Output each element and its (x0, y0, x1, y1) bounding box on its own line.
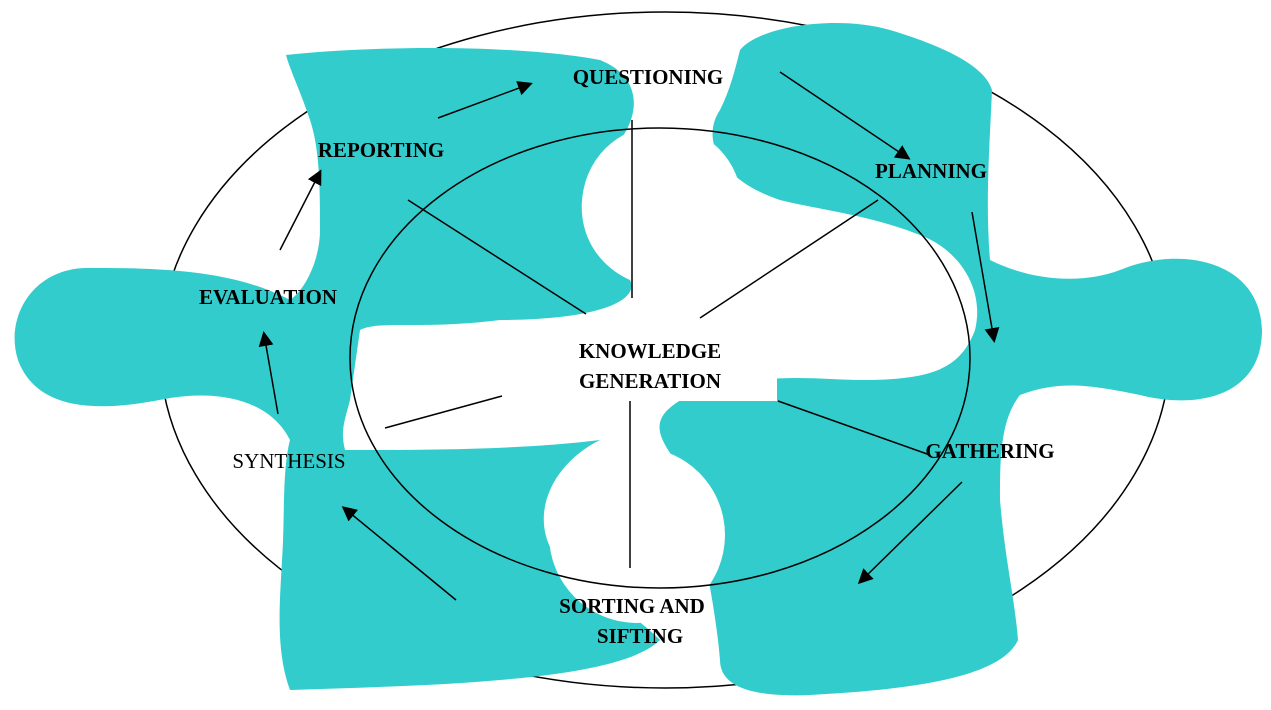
arrow-gathering-to-sorting (857, 481, 963, 585)
arrow-synthesis-to-evaluation (258, 331, 279, 415)
top-hole (582, 125, 742, 285)
label-synthesis: SYNTHESIS (232, 449, 345, 473)
bottom-hole (549, 447, 725, 623)
spoke-left (384, 395, 503, 429)
spoke-top-right (699, 199, 879, 319)
inner-ellipse (349, 127, 971, 589)
center-label-line2: GENERATION (579, 369, 721, 393)
label-sorting-line2: SIFTING (597, 624, 683, 648)
left-puzzle-piece (14, 48, 661, 690)
arrow-sorting-to-synthesis (341, 506, 457, 601)
label-sorting-line1: SORTING AND (559, 594, 705, 618)
arrow-planning-to-gathering (971, 211, 1000, 343)
arrow-reporting-to-questioning (437, 81, 533, 119)
center-box (503, 321, 777, 401)
label-reporting: REPORTING (318, 138, 444, 162)
label-gathering: GATHERING (925, 439, 1054, 463)
label-questioning: QUESTIONING (573, 65, 724, 89)
label-evaluation: EVALUATION (199, 285, 337, 309)
arrow-evaluation-to-reporting (279, 169, 322, 251)
spoke-right (777, 400, 931, 456)
center-label-line1: KNOWLEDGE (579, 339, 721, 363)
label-planning: PLANNING (875, 159, 987, 183)
arrow-questioning-to-planning (779, 71, 911, 160)
spoke-top-left (407, 199, 587, 315)
right-puzzle-piece (659, 22, 1262, 696)
